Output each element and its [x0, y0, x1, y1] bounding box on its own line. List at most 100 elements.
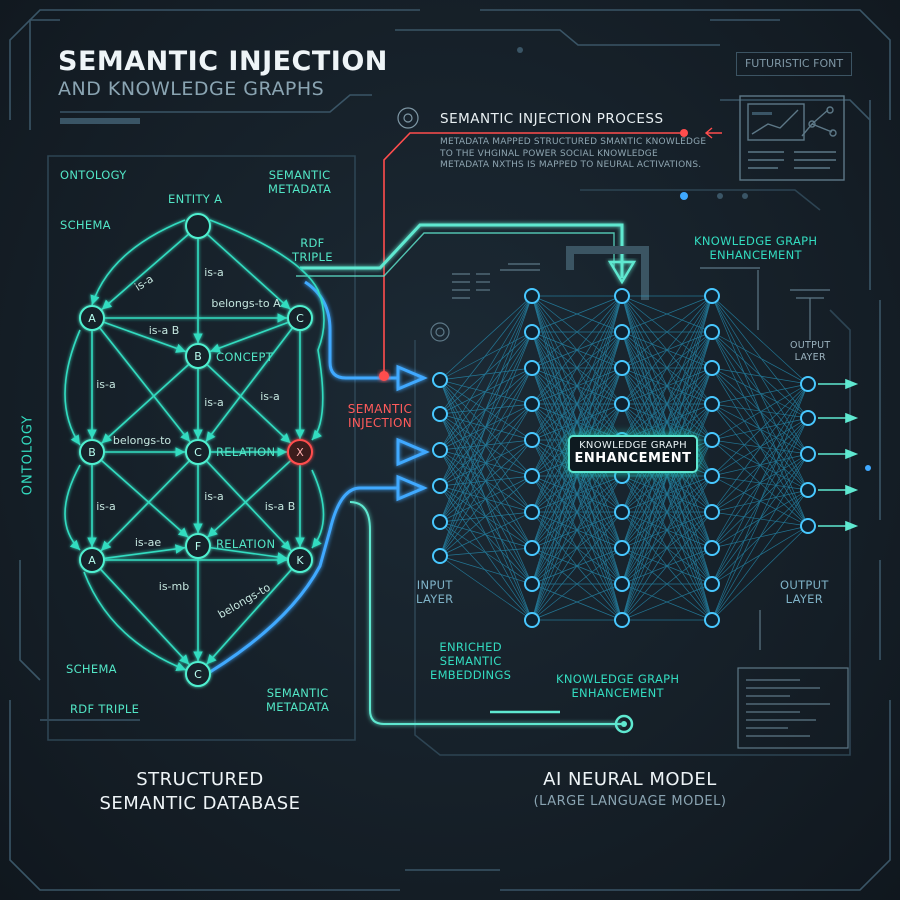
nn-connection-1-9-7 [531, 547, 623, 621]
nn-connection-0-3-0 [439, 295, 533, 487]
graph-hull-edge-3 [64, 464, 81, 551]
graph-edge-18 [100, 460, 190, 552]
nn-connection-1-7-0 [531, 295, 623, 549]
graph-node-letter-x: X [296, 446, 304, 459]
nn-connection-3-8-0 [711, 383, 809, 585]
nn-connection-3-4-1 [711, 417, 809, 441]
graph-node-c1 [287, 305, 313, 331]
ai-model-title: AI NEURAL MODEL [543, 769, 717, 790]
nn-neuron-3-6 [704, 504, 720, 520]
graph-edge-8 [205, 327, 293, 443]
graph-edge-label-e9: is-a [96, 500, 116, 513]
nn-connection-2-2-0 [621, 295, 713, 369]
label-schema-bottom: SCHEMA [66, 662, 117, 676]
label-ontology: ONTOLOGY [60, 168, 127, 182]
nn-connection-0-4-6 [439, 511, 533, 523]
kge-center-badge: KNOWLEDGE GRAPH ENHANCEMENT [568, 435, 698, 473]
nn-neuron-3-3 [704, 396, 720, 412]
nn-neuron-2-6 [614, 504, 630, 520]
nn-connection-2-3-0 [621, 295, 713, 405]
page-subtitle: AND KNOWLEDGE GRAPHS [58, 78, 325, 100]
nn-connection-2-9-8 [621, 583, 713, 621]
label-relation-mid: RELATION [216, 445, 276, 459]
graph-node-top [185, 213, 211, 239]
label-rdf-triple-top: RDF TRIPLE [292, 236, 333, 264]
nn-neuron-1-6 [524, 504, 540, 520]
nn-connection-0-2-0 [439, 295, 533, 451]
nn-output-arrowhead-3 [845, 484, 859, 496]
graph-node-letter-a2: A [88, 554, 96, 567]
graph-edge-label-e10: is-a [204, 490, 224, 503]
graph-node-k [287, 547, 313, 573]
structured-db-caption: STRUCTURED SEMANTIC DATABASE [99, 769, 301, 814]
graph-edge-label-e5: is-a [96, 378, 116, 391]
nn-connection-3-6-0 [711, 383, 809, 513]
nn-connection-0-0-0 [439, 295, 533, 381]
nn-connection-0-5-2 [439, 367, 533, 557]
nn-neuron-1-9 [524, 612, 540, 628]
nn-neuron-2-0 [614, 288, 630, 304]
top-graph-to-network-link-inner [296, 232, 615, 277]
nn-connection-3-0-1 [711, 295, 809, 419]
nn-neuron-0-3 [432, 478, 448, 494]
semantic-injection-arrow-head [396, 437, 430, 467]
nn-connection-2-9-5 [621, 475, 713, 621]
nn-connection-0-4-8 [439, 521, 533, 585]
nn-connection-3-3-1 [711, 403, 809, 419]
nn-neuron-4-0 [800, 376, 816, 392]
kge-center-line2: ENHANCEMENT [574, 451, 692, 466]
nn-connection-1-9-5 [531, 475, 623, 621]
nn-connection-3-2-1 [711, 367, 809, 419]
nn-connection-0-4-5 [439, 475, 533, 523]
top-graph-to-network-link [300, 223, 624, 278]
nn-neuron-2-2 [614, 360, 630, 376]
graph-node-f [185, 533, 211, 559]
graph-edge-11 [101, 364, 189, 444]
font-tag: FUTURISTIC FONT [736, 52, 852, 76]
graph-edge-24 [100, 568, 190, 666]
injection-arrow-bottom-head [396, 474, 428, 502]
nn-connection-0-0-8 [439, 379, 533, 585]
nn-connection-3-8-1 [711, 417, 809, 585]
nn-neuron-1-5 [524, 468, 540, 484]
graph-edge-19 [206, 460, 292, 552]
nn-connection-2-9-7 [621, 547, 713, 621]
output-layer-label: OUTPUT LAYER [780, 578, 829, 606]
graph-node-b2 [79, 439, 105, 465]
nn-connection-3-9-1 [711, 417, 809, 621]
process-description: METADATA MAPPED STRUCTURED SMANTIC KNOWL… [440, 137, 707, 170]
nn-connection-1-9-8 [531, 583, 623, 621]
nn-connection-0-1-0 [439, 295, 533, 415]
label-rdf-triple-bottom: RDF TRIPLE [70, 702, 140, 716]
label-semantic-metadata-top: SEMANTIC METADATA [268, 168, 332, 196]
graph-edge-label-e6: is-a [204, 396, 224, 409]
nn-connection-3-1-0 [711, 331, 809, 385]
nn-connection-0-5-9 [439, 555, 533, 621]
nn-connection-1-9-6 [531, 511, 623, 621]
graph-edge-label-e2: is-a [204, 266, 224, 279]
nn-neuron-0-4 [432, 514, 448, 530]
nn-neuron-3-8 [704, 576, 720, 592]
nn-neuron-0-5 [432, 548, 448, 564]
nn-neuron-2-1 [614, 324, 630, 340]
nn-connection-3-9-0 [711, 383, 809, 621]
nn-connection-1-5-0 [531, 295, 623, 477]
nn-connection-2-6-0 [621, 295, 713, 513]
nn-connection-3-1-1 [711, 331, 809, 419]
graph-edge-label-e13: is-mb [159, 580, 189, 593]
nn-neuron-1-7 [524, 540, 540, 556]
nn-connection-0-0-7 [439, 379, 533, 549]
nn-connection-1-4-0 [531, 295, 623, 441]
nn-connection-3-7-0 [711, 383, 809, 549]
graph-node-letter-c3: C [194, 668, 202, 681]
output-layer-small-label: OUTPUT LAYER [790, 340, 831, 363]
graph-hull-edge-5 [311, 469, 325, 549]
label-relation-low: RELATION [216, 537, 276, 551]
nn-connection-3-0-0 [711, 295, 809, 385]
graph-hull-edge-1 [209, 219, 325, 441]
injection-point [379, 371, 389, 381]
nn-connection-3-9-3 [711, 489, 809, 621]
